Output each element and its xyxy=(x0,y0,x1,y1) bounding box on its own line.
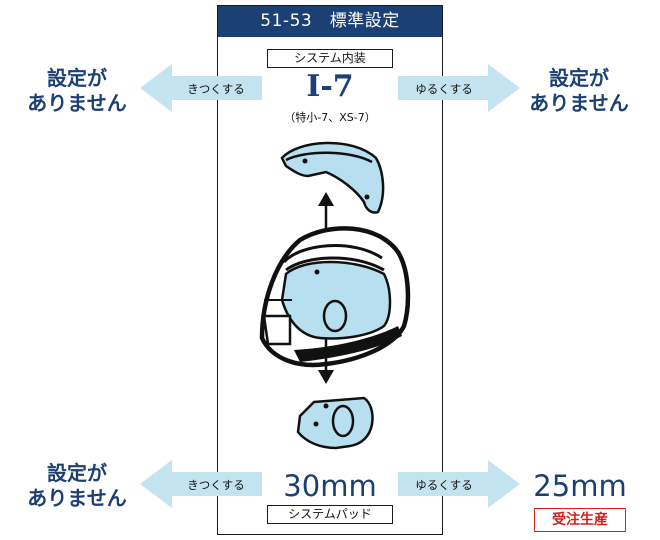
system-pad-label: システムパッド xyxy=(267,505,393,524)
not-set-line-2: ありません xyxy=(529,91,629,115)
page-title: 51-53 標準設定 xyxy=(218,6,442,37)
loosen-arrow-icon xyxy=(398,64,520,112)
helmet-icon xyxy=(259,226,411,368)
not-set-line-1: 設定が xyxy=(549,66,609,90)
made-to-order-badge: 受注生産 xyxy=(534,508,626,532)
not-set-line-2: ありません xyxy=(27,91,127,115)
not-set-line-2: ありません xyxy=(27,486,127,510)
interior-model-name: I-7 xyxy=(306,69,354,104)
tighten-arrow-icon xyxy=(140,460,262,508)
system-interior-label: システム内装 xyxy=(267,49,393,68)
not-set-line-1: 設定が xyxy=(47,66,107,90)
pad-loosen-size: 25mm xyxy=(533,469,627,503)
loosen-result-top: 設定が ありません xyxy=(504,66,654,116)
loosen-label-top: ゆるくする xyxy=(415,82,473,96)
loosen-arrow-icon xyxy=(398,460,520,508)
down-arrow-icon xyxy=(318,338,334,384)
loosen-label-bottom: ゆるくする xyxy=(415,478,473,492)
not-set-line-1: 設定が xyxy=(47,461,107,485)
tighten-result-top: 設定が ありません xyxy=(2,66,152,116)
interior-model-note: （特小-7、XS-7） xyxy=(284,111,376,124)
tighten-label-bottom: きつくする xyxy=(187,478,245,492)
tighten-result-bottom: 設定が ありません xyxy=(2,461,152,511)
interior-part-icon xyxy=(280,141,385,214)
tighten-label-top: きつくする xyxy=(187,82,245,96)
cheek-pad-icon xyxy=(296,396,374,450)
tighten-arrow-icon xyxy=(140,64,262,112)
pad-current-size: 30mm xyxy=(283,469,377,503)
